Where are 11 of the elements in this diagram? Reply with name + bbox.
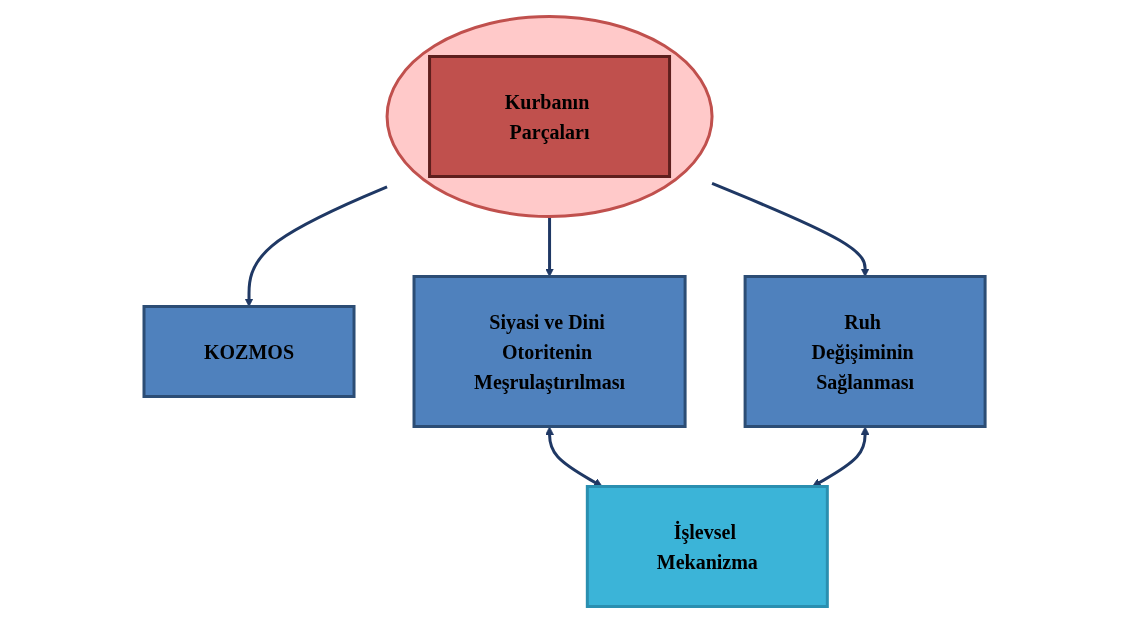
arrow — [545, 216, 554, 277]
node-box: İşlevsel Mekanizma — [585, 485, 829, 608]
cluster — [385, 15, 714, 218]
node-box: Ruh Değişiminin Sağlanması — [743, 275, 987, 428]
node-box: Siyasi ve Dini Otoritenin Meşrulaştırılması — [412, 275, 687, 428]
node-box: Kurbanın Parçaları — [428, 55, 671, 178]
node-box: KOZMOS — [142, 305, 356, 398]
arrow — [812, 426, 870, 487]
arrow — [711, 182, 870, 277]
arrow — [244, 185, 388, 307]
arrow — [545, 426, 603, 487]
